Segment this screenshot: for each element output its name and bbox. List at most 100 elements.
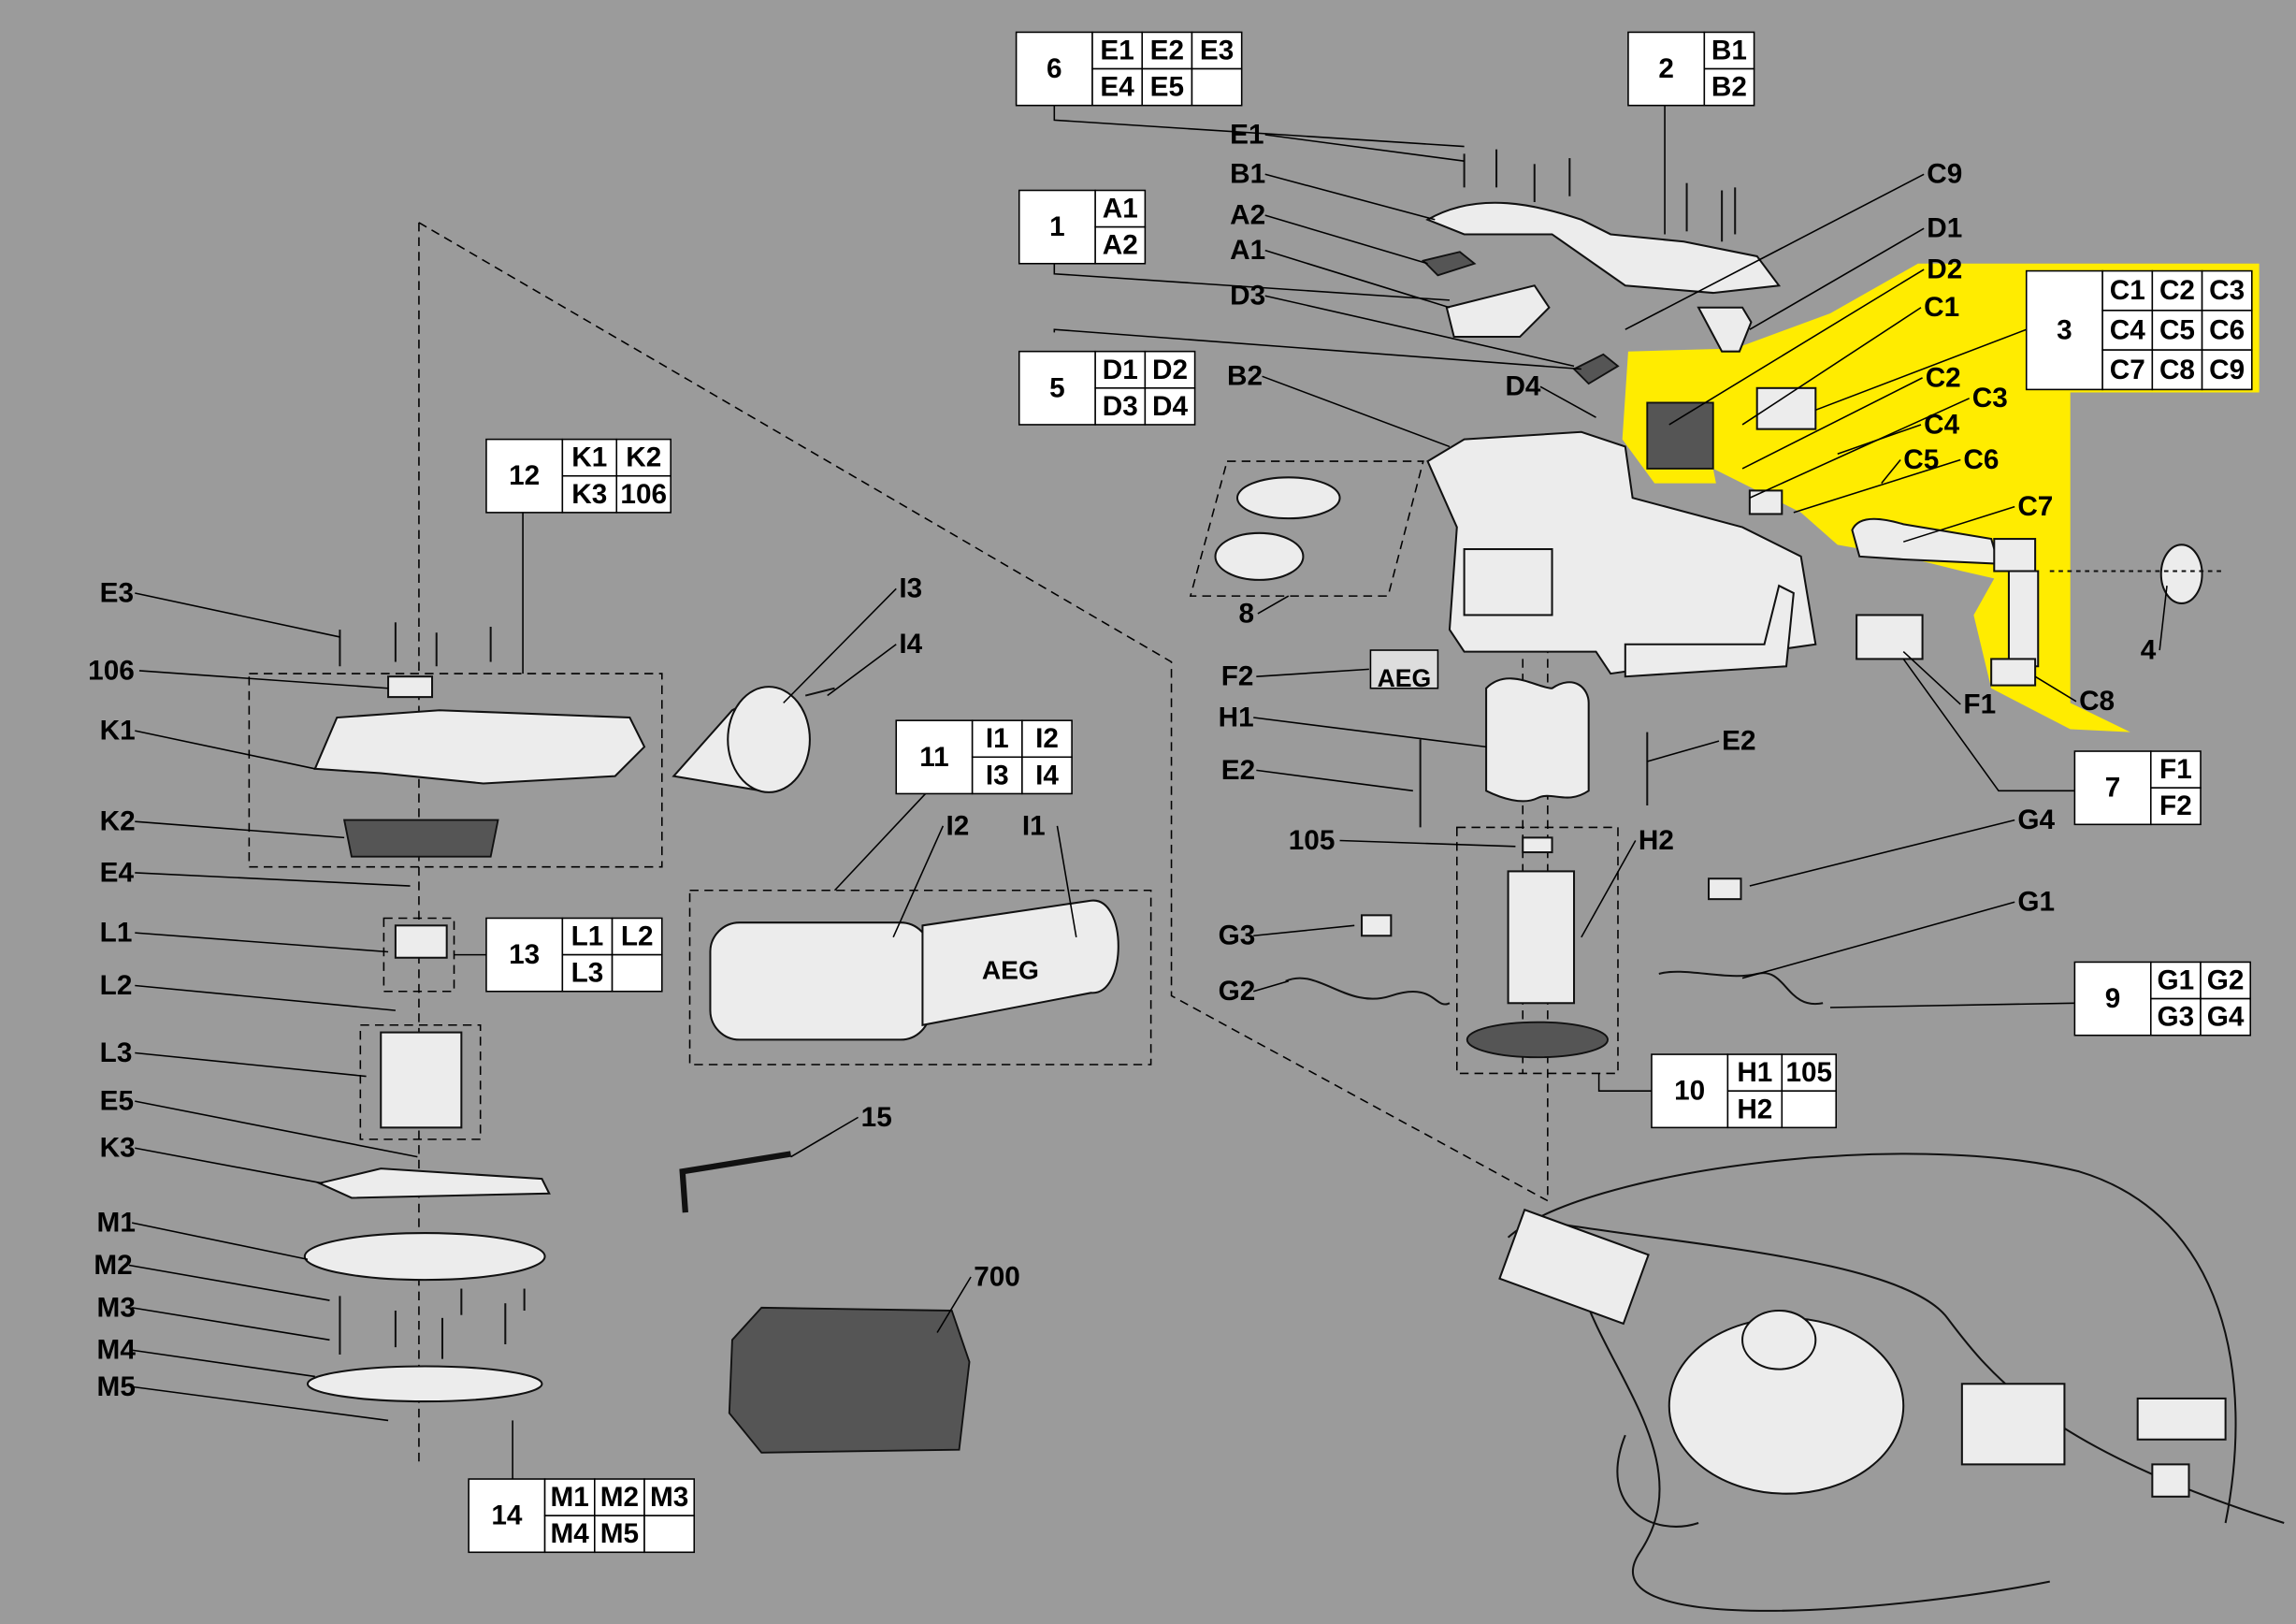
leader-line: [1881, 459, 1901, 485]
table-cell: [1021, 756, 1073, 795]
callout-m1: M1: [97, 1207, 309, 1260]
bearing-106-part: [387, 675, 434, 699]
plug-part: [2159, 544, 2203, 604]
callout-e1: E1: [1230, 119, 1465, 162]
table-cell: [2101, 310, 2154, 351]
cord-guard-part: [1851, 517, 2000, 565]
leader-line: [135, 1147, 323, 1184]
table-number-cell: [2073, 961, 2152, 1037]
leader-line: [1339, 839, 1516, 848]
group-number: 11: [919, 742, 948, 773]
table-cell: [611, 953, 663, 993]
callout-label: G4: [2017, 805, 2055, 835]
table-cell: [2201, 349, 2253, 391]
callout-c2: C2: [1741, 362, 1961, 470]
callout-label: D2: [1927, 254, 1962, 284]
group-number: 10: [1674, 1076, 1705, 1107]
table-cell: [1094, 225, 1147, 265]
leader-line: [1749, 819, 2015, 887]
table-cell: [615, 474, 671, 514]
part-code: I1: [986, 723, 1009, 754]
callout-e3: E3: [100, 577, 340, 638]
callout-e4: E4: [100, 857, 411, 888]
callout-c1: C1: [1741, 292, 1959, 426]
callout-label: 106: [88, 655, 135, 686]
group-number: 9: [2105, 983, 2121, 1014]
callout-b2: B2: [1227, 361, 1451, 448]
leader-line: [1256, 769, 1413, 792]
part-code: M4: [551, 1518, 590, 1549]
callout-f2: F2: [1221, 661, 1369, 692]
callout-label: E5: [100, 1086, 134, 1117]
table-number-cell: [1651, 1053, 1729, 1129]
part-code: G4: [2207, 1002, 2245, 1033]
leader-line: [1264, 295, 1575, 368]
callout-label: C5: [1903, 444, 1939, 475]
top-cover-part: [1425, 201, 1782, 295]
table-cell: [1141, 67, 1193, 107]
callout-h2: H2: [1581, 825, 1674, 938]
callout-h1: H1: [1219, 702, 1487, 748]
part-code: G3: [2158, 1002, 2195, 1033]
leader-line: [1253, 717, 1487, 748]
part-code: L1: [571, 921, 604, 952]
leader-line: [135, 872, 411, 887]
table-cell: [561, 953, 614, 993]
table-cell: [2201, 310, 2253, 351]
callout-k1: K1: [100, 716, 315, 770]
part-code: C8: [2159, 355, 2195, 385]
leader-line: [1837, 424, 1922, 456]
callout-label: L1: [100, 918, 133, 949]
table-number-cell: [468, 1478, 546, 1554]
table-cell: [1094, 350, 1147, 389]
leader-line: [1793, 458, 1961, 514]
callout-l2: L2: [100, 970, 396, 1011]
table-cell: [1726, 1053, 1783, 1092]
part-code: I2: [1035, 723, 1059, 754]
leader-line: [790, 1116, 859, 1158]
part-code: M3: [650, 1482, 688, 1513]
table-cell: [2151, 349, 2203, 391]
part-code: E1: [1100, 36, 1134, 66]
group-number: 3: [2057, 314, 2072, 345]
part-code: A2: [1103, 230, 1138, 261]
table-number-cell: [2025, 269, 2103, 391]
table-cell: [2151, 269, 2203, 312]
callout-label: E2: [1221, 755, 1255, 786]
callout-c9: C9: [1625, 159, 1962, 330]
wiring-diagram-inset: [1498, 1153, 2285, 1612]
table-cell: [1144, 350, 1196, 389]
leader-line: [2034, 675, 2077, 703]
group-8-box: [1189, 460, 1424, 597]
callout-label: 700: [974, 1261, 1020, 1292]
leader-line: [135, 1100, 418, 1158]
leader-line: [1741, 377, 1923, 470]
part-code: F2: [2159, 790, 2192, 821]
callout-i3: I3: [783, 573, 922, 703]
callout-4: 4: [2141, 586, 2168, 665]
leader-line: [135, 820, 345, 839]
callout-label: K3: [100, 1133, 136, 1164]
cord-c8-part: [2007, 570, 2040, 668]
group-number: 6: [1047, 53, 1062, 84]
callout-label: K2: [100, 806, 136, 837]
table-cell: [1141, 31, 1193, 70]
table-cell: [643, 1478, 696, 1516]
leader-line: [1902, 505, 2015, 543]
part-code: 106: [620, 479, 667, 510]
leader-line: [1749, 227, 1925, 330]
callout-label: A2: [1230, 200, 1265, 231]
table-number-cell: [485, 917, 564, 993]
callout-d3: D3: [1230, 281, 1575, 368]
callout-label: G1: [2017, 887, 2055, 918]
group-number: 14: [491, 1501, 523, 1531]
callout-c4: C4: [1837, 409, 1960, 456]
part-code: A1: [1103, 194, 1138, 225]
leader-line: [135, 730, 315, 770]
part-code: D3: [1103, 391, 1138, 422]
leader-line: [1256, 668, 1369, 677]
